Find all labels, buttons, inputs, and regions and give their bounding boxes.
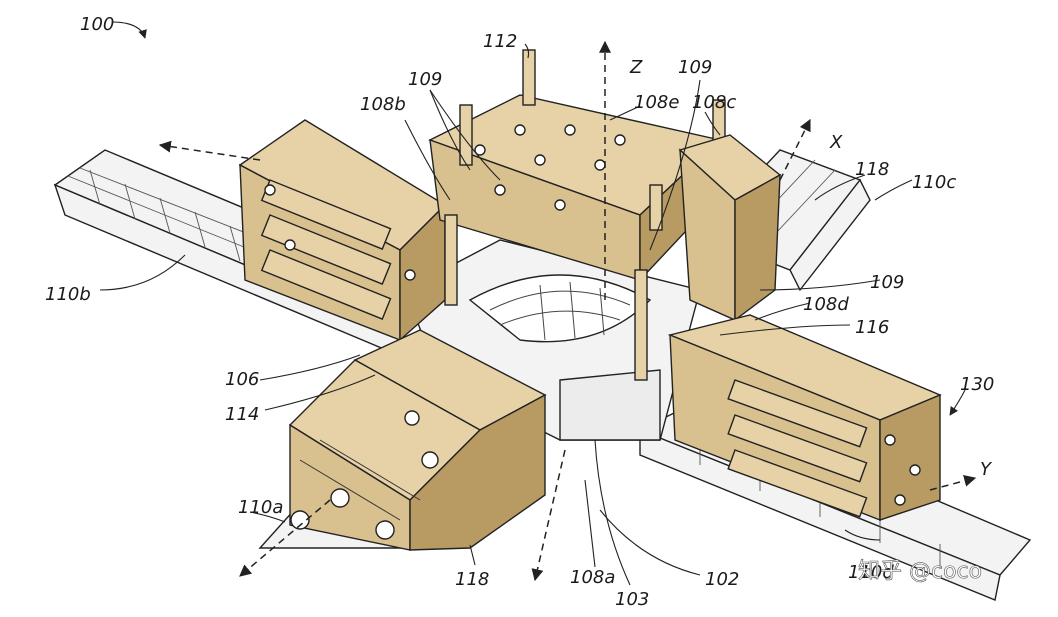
- label-102: 102: [705, 569, 739, 590]
- label-109-top: 109: [678, 57, 712, 78]
- watermark: 知乎 @coco: [858, 559, 982, 584]
- label-z-axis: Z: [629, 57, 643, 78]
- label-106: 106: [225, 369, 259, 390]
- label-110c: 110c: [912, 172, 956, 193]
- label-114: 114: [225, 404, 259, 425]
- label-130: 130: [960, 374, 994, 395]
- label-108c: 108c: [692, 92, 736, 113]
- label-116: 116: [855, 317, 889, 338]
- label-109-left: 109: [408, 69, 442, 90]
- top-platen: [428, 94, 722, 282]
- label-110b: 110b: [45, 284, 91, 305]
- label-108e: 108e: [634, 92, 679, 113]
- label-112: 112: [483, 31, 517, 52]
- label-118-bottom: 118: [455, 569, 489, 590]
- clamp-unit-left-front: [288, 329, 547, 551]
- axis-arrows: [158, 40, 977, 582]
- leader-lines: [99, 21, 966, 586]
- label-108a: 108a: [570, 567, 615, 588]
- label-108b: 108b: [360, 94, 406, 115]
- label-100: 100: [80, 14, 114, 35]
- label-103: 103: [615, 589, 649, 610]
- label-y-axis: Y: [980, 459, 993, 480]
- reference-labels: 100 112 Z 109 109 108e 108c 108b X 118 1…: [45, 14, 994, 610]
- clamp-unit-left-back: [238, 119, 447, 342]
- label-118-top: 118: [855, 159, 889, 180]
- clamp-unit-right-front: [667, 314, 942, 522]
- label-109-right: 109: [870, 272, 904, 293]
- label-110a: 110a: [238, 497, 283, 518]
- label-x-axis: X: [829, 132, 843, 153]
- label-108d: 108d: [803, 294, 849, 315]
- tie-rods: [444, 49, 726, 381]
- label-110d: 110d: [848, 562, 894, 583]
- clamp-unit-right-back: [678, 134, 782, 322]
